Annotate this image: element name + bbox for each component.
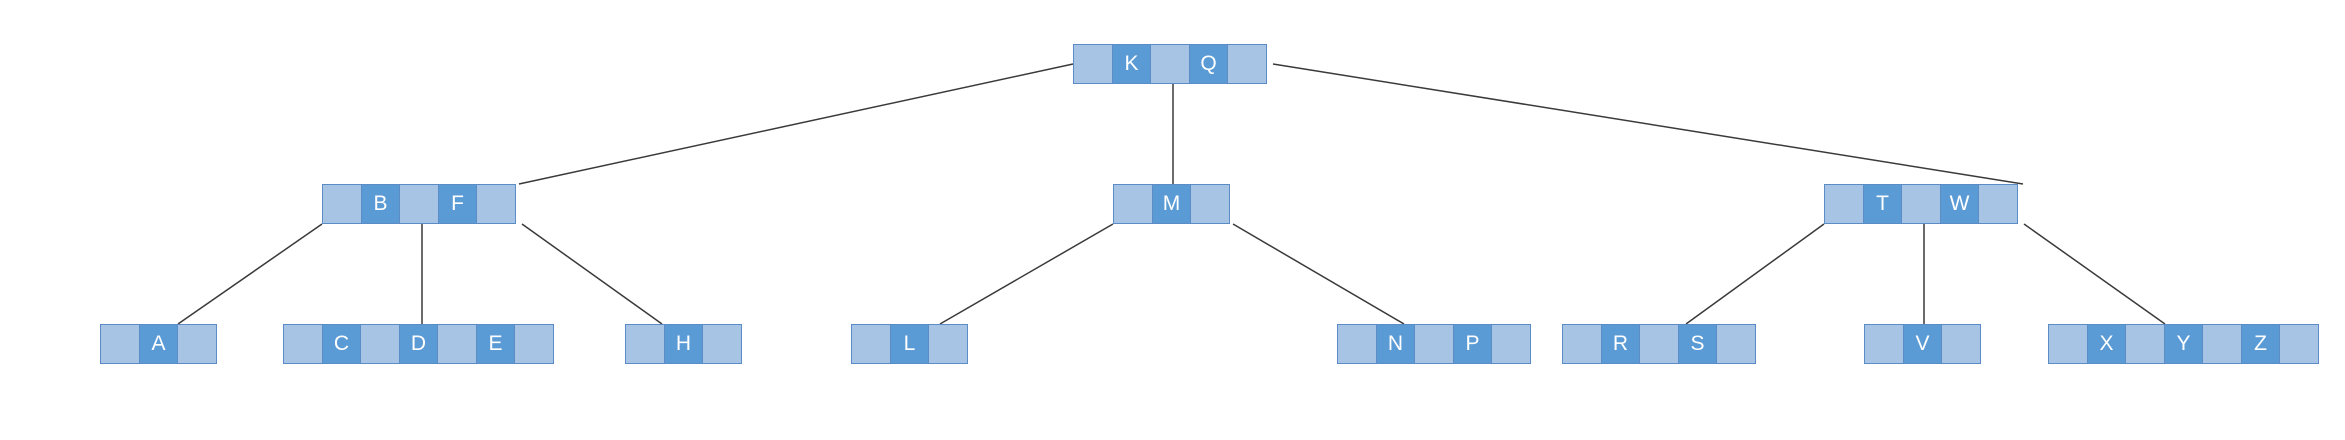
child-pointer [625,324,665,364]
tree-node-leaf: N P [1337,324,1531,364]
node-key: N [1375,324,1416,364]
node-key: H [663,324,704,364]
child-pointer [851,324,891,364]
child-pointer [1113,184,1153,224]
node-key: D [398,324,439,364]
child-pointer [2048,324,2088,364]
child-pointer [928,324,968,364]
node-key: C [321,324,362,364]
node-key: W [1939,184,1980,224]
child-pointer [1824,184,1864,224]
tree-node-leaf: V [1864,324,1981,364]
child-pointer [1227,44,1267,84]
child-pointer [1562,324,1602,364]
node-key: Y [2163,324,2204,364]
child-pointer [1901,184,1941,224]
tree-node-leaf: A [100,324,217,364]
child-pointer [1073,44,1113,84]
node-key: Q [1188,44,1229,84]
tree-node-leaf: C D E [283,324,554,364]
tree-edge [1685,223,1825,325]
tree-edge [521,223,663,325]
child-pointer [437,324,477,364]
node-key: S [1677,324,1718,364]
tree-edge [1272,63,2024,185]
child-pointer [514,324,554,364]
node-key: X [2086,324,2127,364]
tree-edge [518,63,1074,185]
node-key: K [1111,44,1152,84]
child-pointer [2202,324,2242,364]
tree-node-internal: T W [1824,184,2018,224]
tree-edge [177,223,323,325]
child-pointer [2279,324,2319,364]
child-pointer [1864,324,1904,364]
child-pointer [1941,324,1981,364]
child-pointer [1150,44,1190,84]
child-pointer [2125,324,2165,364]
node-key: Z [2240,324,2281,364]
child-pointer [1978,184,2018,224]
node-key: M [1151,184,1192,224]
child-pointer [360,324,400,364]
tree-node-internal: B F [322,184,516,224]
tree-edge [939,223,1114,325]
node-key: P [1452,324,1493,364]
tree-node-leaf: R S [1562,324,1756,364]
child-pointer [100,324,140,364]
tree-node-internal: M [1113,184,1230,224]
node-key: L [889,324,930,364]
child-pointer [1716,324,1756,364]
node-key: A [138,324,179,364]
child-pointer [702,324,742,364]
child-pointer [1190,184,1230,224]
tree-node-leaf: H [625,324,742,364]
child-pointer [399,184,439,224]
tree-edge [2023,223,2166,325]
child-pointer [1491,324,1531,364]
child-pointer [322,184,362,224]
child-pointer [1639,324,1679,364]
node-key: R [1600,324,1641,364]
child-pointer [177,324,217,364]
tree-node-root: K Q [1073,44,1267,84]
child-pointer [283,324,323,364]
node-key: T [1862,184,1903,224]
child-pointer [1414,324,1454,364]
tree-edge [1232,223,1405,325]
node-key: B [360,184,401,224]
child-pointer [476,184,516,224]
node-key: E [475,324,516,364]
node-key: V [1902,324,1943,364]
node-key: F [437,184,478,224]
tree-node-leaf: L [851,324,968,364]
child-pointer [1337,324,1377,364]
tree-node-leaf: X Y Z [2048,324,2319,364]
